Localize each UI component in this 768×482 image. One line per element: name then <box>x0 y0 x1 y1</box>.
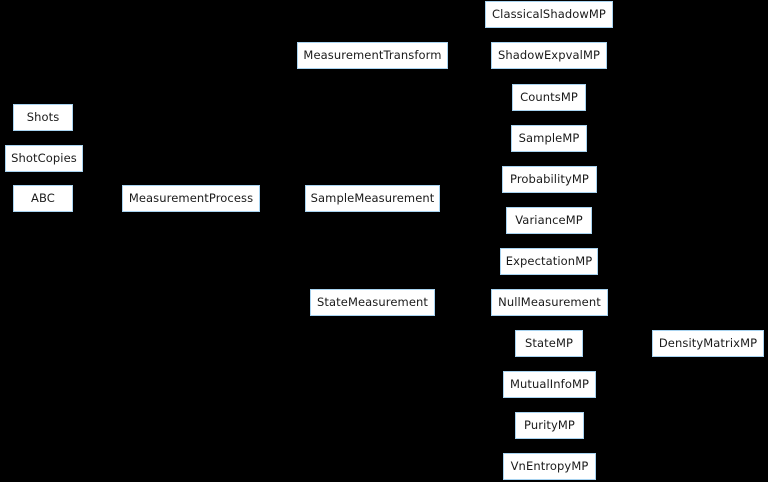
class-node-statemeasurement[interactable]: StateMeasurement <box>310 289 435 316</box>
class-node-samplemp[interactable]: SampleMP <box>511 125 587 152</box>
class-node-probabilitymp[interactable]: ProbabilityMP <box>502 166 597 193</box>
class-node-label: MeasurementTransform <box>303 47 442 62</box>
class-node-label: VarianceMP <box>515 212 583 227</box>
inheritance-edge <box>439 135 508 199</box>
class-node-measurementprocess[interactable]: MeasurementProcess <box>122 185 260 212</box>
class-node-label: SampleMeasurement <box>310 190 435 205</box>
inheritance-edge <box>434 302 512 429</box>
inheritance-edge <box>439 176 499 199</box>
inheritance-edge <box>259 198 307 306</box>
class-node-puritymp[interactable]: PurityMP <box>515 412 584 439</box>
class-node-label: ABC <box>31 190 55 205</box>
class-node-label: ProbabilityMP <box>510 171 589 186</box>
class-node-countsmp[interactable]: CountsMP <box>512 84 586 111</box>
inheritance-edge <box>439 198 497 265</box>
class-node-shotcopies[interactable]: ShotCopies <box>5 145 83 172</box>
class-node-label: ShadowExpvalMP <box>497 47 601 62</box>
class-node-label: ExpectationMP <box>505 253 593 268</box>
class-node-label: CountsMP <box>520 89 578 104</box>
class-node-classicalshadowmp[interactable]: ClassicalShadowMP <box>485 1 613 28</box>
class-node-label: DensityMatrixMP <box>658 335 758 350</box>
class-node-densitymatrixmp[interactable]: DensityMatrixMP <box>652 330 764 357</box>
class-node-shots[interactable]: Shots <box>13 104 73 131</box>
class-node-label: PurityMP <box>524 417 575 432</box>
class-node-variancemp[interactable]: VarianceMP <box>506 207 592 234</box>
class-node-expectationmp[interactable]: ExpectationMP <box>500 248 598 275</box>
class-node-label: SampleMP <box>518 130 580 145</box>
class-node-label: MutualInfoMP <box>509 376 590 391</box>
class-node-label: NullMeasurement <box>498 294 601 309</box>
class-node-abc[interactable]: ABC <box>13 185 73 212</box>
class-node-label: VnEntropyMP <box>510 458 589 473</box>
inheritance-edge <box>259 52 294 199</box>
class-node-label: StateMeasurement <box>317 294 428 309</box>
class-node-shadowexpvalmp[interactable]: ShadowExpvalMP <box>491 42 607 69</box>
class-node-measurementtransform[interactable]: MeasurementTransform <box>297 42 448 69</box>
class-node-label: ShotCopies <box>11 150 77 165</box>
class-node-statemp[interactable]: StateMP <box>515 330 583 357</box>
inheritance-edge <box>434 302 500 470</box>
class-node-samplemeasurement[interactable]: SampleMeasurement <box>305 185 440 212</box>
inheritance-edge <box>439 94 509 199</box>
inheritance-edge <box>434 302 500 388</box>
inheritance-edge <box>439 198 503 224</box>
class-node-mutualinfomp[interactable]: MutualInfoMP <box>503 371 596 398</box>
class-node-vnentropymp[interactable]: VnEntropyMP <box>503 453 596 480</box>
class-node-label: Shots <box>26 109 60 124</box>
class-node-nullmeasurement[interactable]: NullMeasurement <box>491 289 608 316</box>
class-node-label: ClassicalShadowMP <box>492 6 606 21</box>
class-node-label: StateMP <box>525 335 573 350</box>
class-node-label: MeasurementProcess <box>128 190 254 205</box>
inheritance-edge <box>447 11 482 56</box>
